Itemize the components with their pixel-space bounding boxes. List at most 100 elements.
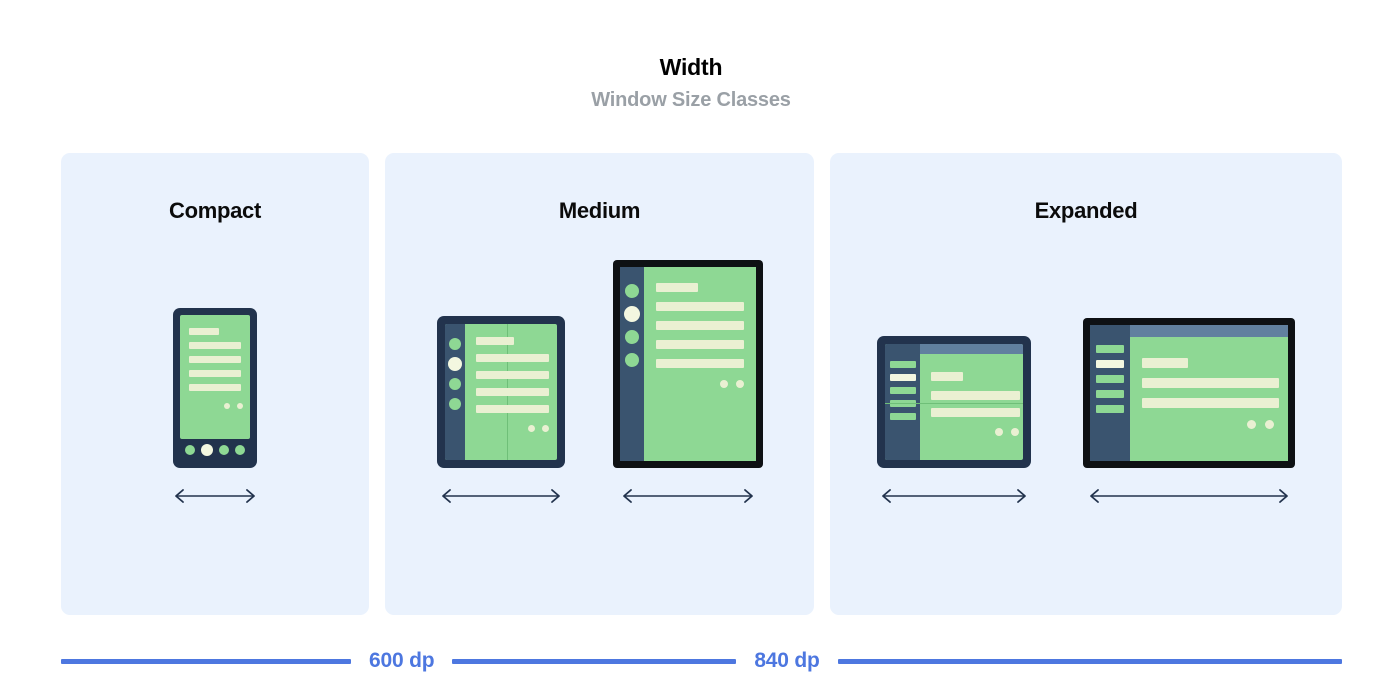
top-app-bar bbox=[1130, 325, 1288, 337]
nav-dot[interactable] bbox=[219, 445, 229, 455]
content-dot bbox=[719, 380, 728, 388]
device-foldable-landscape bbox=[877, 336, 1031, 468]
device-tablet-landscape bbox=[1083, 318, 1295, 468]
double-arrow-icon bbox=[175, 489, 255, 503]
double-arrow-icon bbox=[1090, 489, 1288, 503]
sidebar-item[interactable] bbox=[890, 387, 916, 394]
content-bar bbox=[655, 321, 744, 330]
content-bar bbox=[1142, 358, 1188, 368]
content-bar bbox=[475, 405, 549, 413]
content-dot bbox=[224, 403, 230, 409]
breakpoint-label-840dp: 840 dp bbox=[754, 649, 820, 672]
tablet-portrait-screen bbox=[619, 267, 756, 461]
rail-dot[interactable] bbox=[448, 378, 461, 390]
nav-dot-active[interactable] bbox=[201, 444, 213, 456]
panel-compact: Compact bbox=[61, 153, 369, 615]
device-slot-phone bbox=[170, 308, 260, 509]
foldable-portrait-screen bbox=[444, 324, 557, 460]
content-bar bbox=[655, 283, 698, 292]
width-arrow-foldable-portrait bbox=[437, 488, 565, 509]
nav-dot[interactable] bbox=[235, 445, 245, 455]
phone-screen bbox=[180, 315, 250, 439]
rail-dot-active[interactable] bbox=[447, 357, 462, 371]
rail-dot[interactable] bbox=[448, 338, 461, 350]
sidebar-item[interactable] bbox=[1096, 405, 1124, 413]
fold-line bbox=[885, 403, 1023, 404]
double-arrow-icon bbox=[441, 489, 560, 503]
content-bar bbox=[189, 356, 241, 363]
sidebar-item[interactable] bbox=[1096, 375, 1124, 383]
breakpoint-ruler: 600 dp 840 dp bbox=[61, 646, 1342, 676]
content-bar bbox=[475, 337, 514, 345]
page-subtitle: Window Size Classes bbox=[591, 89, 791, 111]
sidebar-item-active[interactable] bbox=[1096, 360, 1124, 368]
ruler-segment bbox=[452, 658, 737, 664]
page-title: Width bbox=[659, 54, 723, 80]
content-dot bbox=[541, 425, 549, 432]
breakpoint-label-600dp: 600 dp bbox=[369, 649, 435, 672]
content-bar bbox=[189, 328, 219, 335]
device-slot-tablet-landscape bbox=[1083, 318, 1295, 509]
rail-dot[interactable] bbox=[624, 353, 639, 367]
device-slot-foldable-landscape bbox=[877, 336, 1031, 509]
width-arrow-tablet-landscape bbox=[1085, 488, 1293, 509]
nav-rail bbox=[619, 267, 644, 461]
device-tablet-portrait bbox=[612, 260, 763, 468]
content-bar bbox=[655, 340, 744, 349]
breakpoint-ruler-row: 600 dp 840 dp bbox=[61, 646, 1342, 676]
size-class-panels: Compact bbox=[61, 153, 1342, 615]
content-bar bbox=[475, 354, 549, 362]
ruler-segment bbox=[837, 658, 1342, 664]
nav-rail bbox=[444, 324, 465, 460]
panel-title-expanded: Expanded bbox=[1034, 198, 1138, 223]
content-bar bbox=[931, 391, 1020, 400]
sidebar-item[interactable] bbox=[890, 361, 916, 368]
nav-sidebar bbox=[1090, 325, 1130, 461]
sidebar-item-active[interactable] bbox=[890, 374, 916, 381]
content-bar bbox=[475, 371, 549, 379]
width-arrow-tablet-portrait bbox=[618, 488, 758, 509]
double-arrow-icon bbox=[882, 489, 1026, 503]
device-slot-tablet-portrait bbox=[612, 260, 763, 509]
width-arrow-foldable-landscape bbox=[877, 488, 1031, 509]
content-bar bbox=[931, 408, 1020, 417]
top-app-bar bbox=[920, 344, 1023, 354]
panel-title-medium: Medium bbox=[558, 198, 641, 223]
device-group-medium bbox=[385, 260, 814, 509]
content-dot bbox=[1011, 428, 1019, 436]
device-phone bbox=[173, 308, 257, 468]
panel-title-compact: Compact bbox=[168, 198, 262, 223]
content-bar bbox=[655, 359, 744, 368]
width-arrow-phone bbox=[170, 488, 260, 509]
content-dot bbox=[237, 403, 243, 409]
content-bar bbox=[1142, 378, 1279, 388]
content-bar bbox=[1142, 398, 1279, 408]
sidebar-item[interactable] bbox=[1096, 345, 1124, 353]
content-bar bbox=[475, 388, 549, 396]
content-dot bbox=[735, 380, 744, 388]
content-dot bbox=[995, 428, 1003, 436]
rail-dot-active[interactable] bbox=[623, 306, 640, 322]
content-bar bbox=[931, 372, 963, 381]
panel-medium: Medium bbox=[385, 153, 814, 615]
content-dot bbox=[1265, 420, 1274, 429]
rail-dot[interactable] bbox=[448, 398, 461, 410]
content-dot bbox=[1247, 420, 1256, 429]
sidebar-item[interactable] bbox=[890, 413, 916, 420]
nav-sidebar bbox=[885, 344, 920, 460]
phone-bottom-nav bbox=[180, 439, 250, 461]
device-group-expanded bbox=[830, 318, 1342, 509]
rail-dot[interactable] bbox=[624, 330, 639, 344]
device-slot-foldable-portrait bbox=[436, 316, 565, 509]
diagram-heading: Width Window Size Classes bbox=[0, 52, 1382, 114]
device-foldable-portrait bbox=[436, 316, 565, 468]
nav-dot[interactable] bbox=[185, 445, 195, 455]
rail-dot[interactable] bbox=[624, 284, 639, 298]
ruler-segment bbox=[61, 658, 351, 664]
double-arrow-icon bbox=[622, 489, 753, 503]
device-group-compact bbox=[61, 308, 369, 509]
content-bar bbox=[189, 370, 241, 377]
content-bar bbox=[189, 384, 241, 391]
sidebar-item[interactable] bbox=[1096, 390, 1124, 398]
